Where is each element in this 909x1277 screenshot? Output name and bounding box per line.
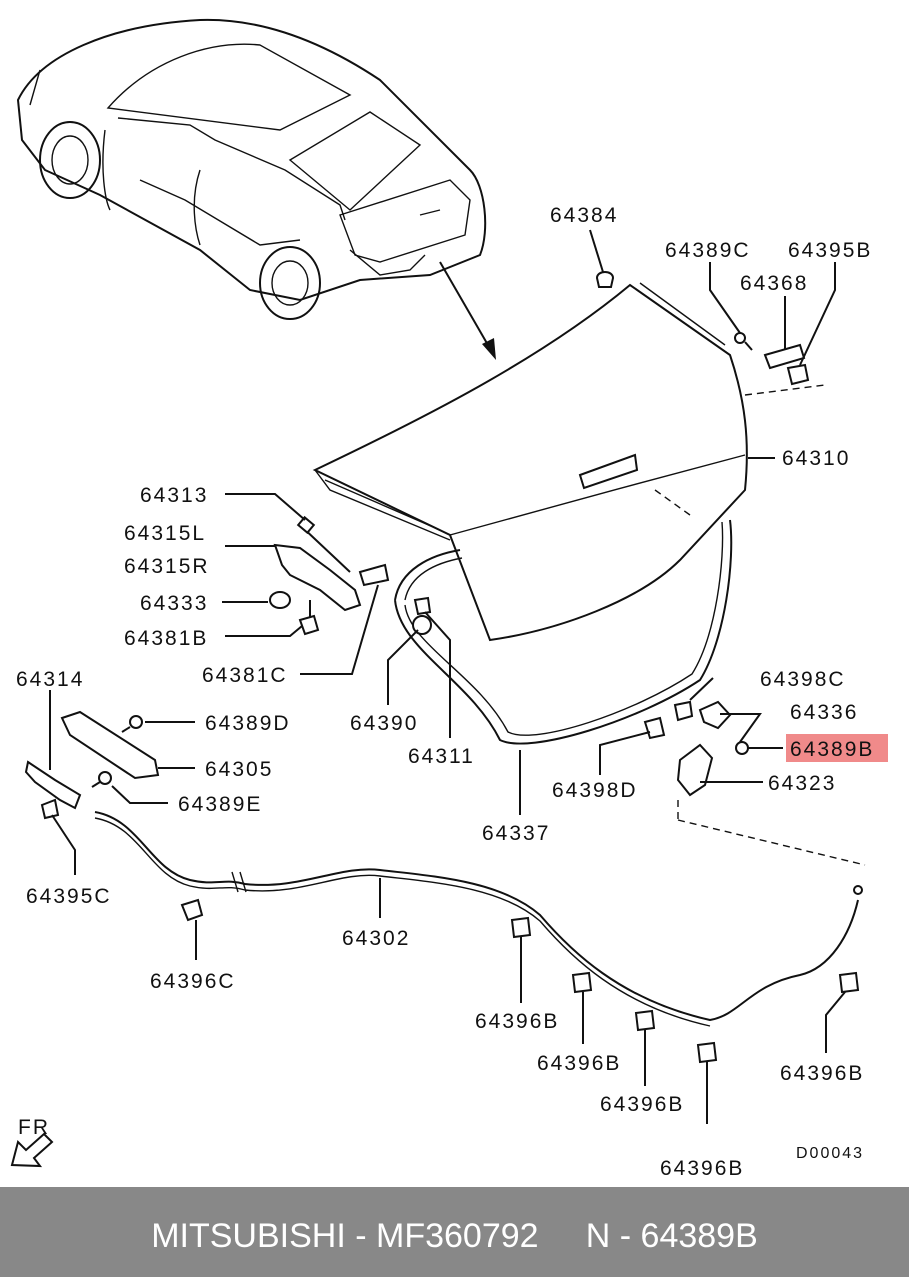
label-64396C: 64396C bbox=[150, 970, 236, 993]
label-64396B-5: 64396B bbox=[780, 1062, 864, 1085]
label-64395B: 64395B bbox=[788, 239, 872, 262]
label-64390: 64390 bbox=[350, 712, 418, 735]
label-64313: 64313 bbox=[140, 484, 208, 507]
label-64396B-3: 64396B bbox=[600, 1093, 684, 1116]
label-64315R: 64315R bbox=[124, 555, 210, 578]
label-64395C: 64395C bbox=[26, 885, 112, 908]
label-64311: 64311 bbox=[408, 745, 475, 768]
footer-part-info: MITSUBISHI - MF360792 N - 64389B bbox=[151, 1217, 758, 1255]
car-illustration bbox=[16, 18, 496, 360]
label-64381C: 64381C bbox=[202, 664, 288, 687]
label-64389E: 64389E bbox=[178, 793, 262, 816]
label-64396B-4: 64396B bbox=[660, 1157, 744, 1180]
label-64389C: 64389C bbox=[665, 239, 751, 262]
label-64315L: 64315L bbox=[124, 522, 206, 545]
label-64384: 64384 bbox=[550, 204, 618, 227]
footer-bar: MITSUBISHI - MF360792 N - 64389B bbox=[0, 1187, 909, 1277]
weatherstrip-seal bbox=[394, 519, 733, 745]
label-64323: 64323 bbox=[768, 772, 836, 795]
label-64396B-2: 64396B bbox=[537, 1052, 621, 1075]
trunk-lid bbox=[312, 282, 826, 642]
label-64398C: 64398C bbox=[760, 668, 846, 691]
front-arrow-icon bbox=[10, 1132, 54, 1168]
label-64389D: 64389D bbox=[205, 712, 291, 735]
label-fr: FR bbox=[18, 1116, 50, 1139]
release-cable bbox=[94, 800, 866, 1027]
label-64302: 64302 bbox=[342, 927, 410, 950]
diagram-code: D00043 bbox=[796, 1145, 864, 1162]
label-64333: 64333 bbox=[140, 592, 208, 615]
label-64389B: 64389B bbox=[790, 738, 874, 761]
parts-diagram: 64384 64389C 64395B 64368 64310 64313 64… bbox=[10, 18, 888, 1180]
hardware-parts bbox=[24, 271, 860, 1064]
leader-lines bbox=[49, 229, 846, 1124]
part-labels: 64384 64389C 64395B 64368 64310 64313 64… bbox=[16, 204, 874, 1180]
highlight-box bbox=[786, 734, 888, 762]
label-64336: 64336 bbox=[790, 701, 858, 724]
label-64314: 64314 bbox=[16, 668, 84, 691]
label-64337: 64337 bbox=[482, 822, 550, 845]
label-64396B-1: 64396B bbox=[475, 1010, 559, 1033]
label-64368: 64368 bbox=[740, 272, 808, 295]
label-64381B: 64381B bbox=[124, 627, 208, 650]
label-64305: 64305 bbox=[205, 758, 273, 781]
label-64398D: 64398D bbox=[552, 779, 638, 802]
label-64310: 64310 bbox=[782, 447, 850, 470]
